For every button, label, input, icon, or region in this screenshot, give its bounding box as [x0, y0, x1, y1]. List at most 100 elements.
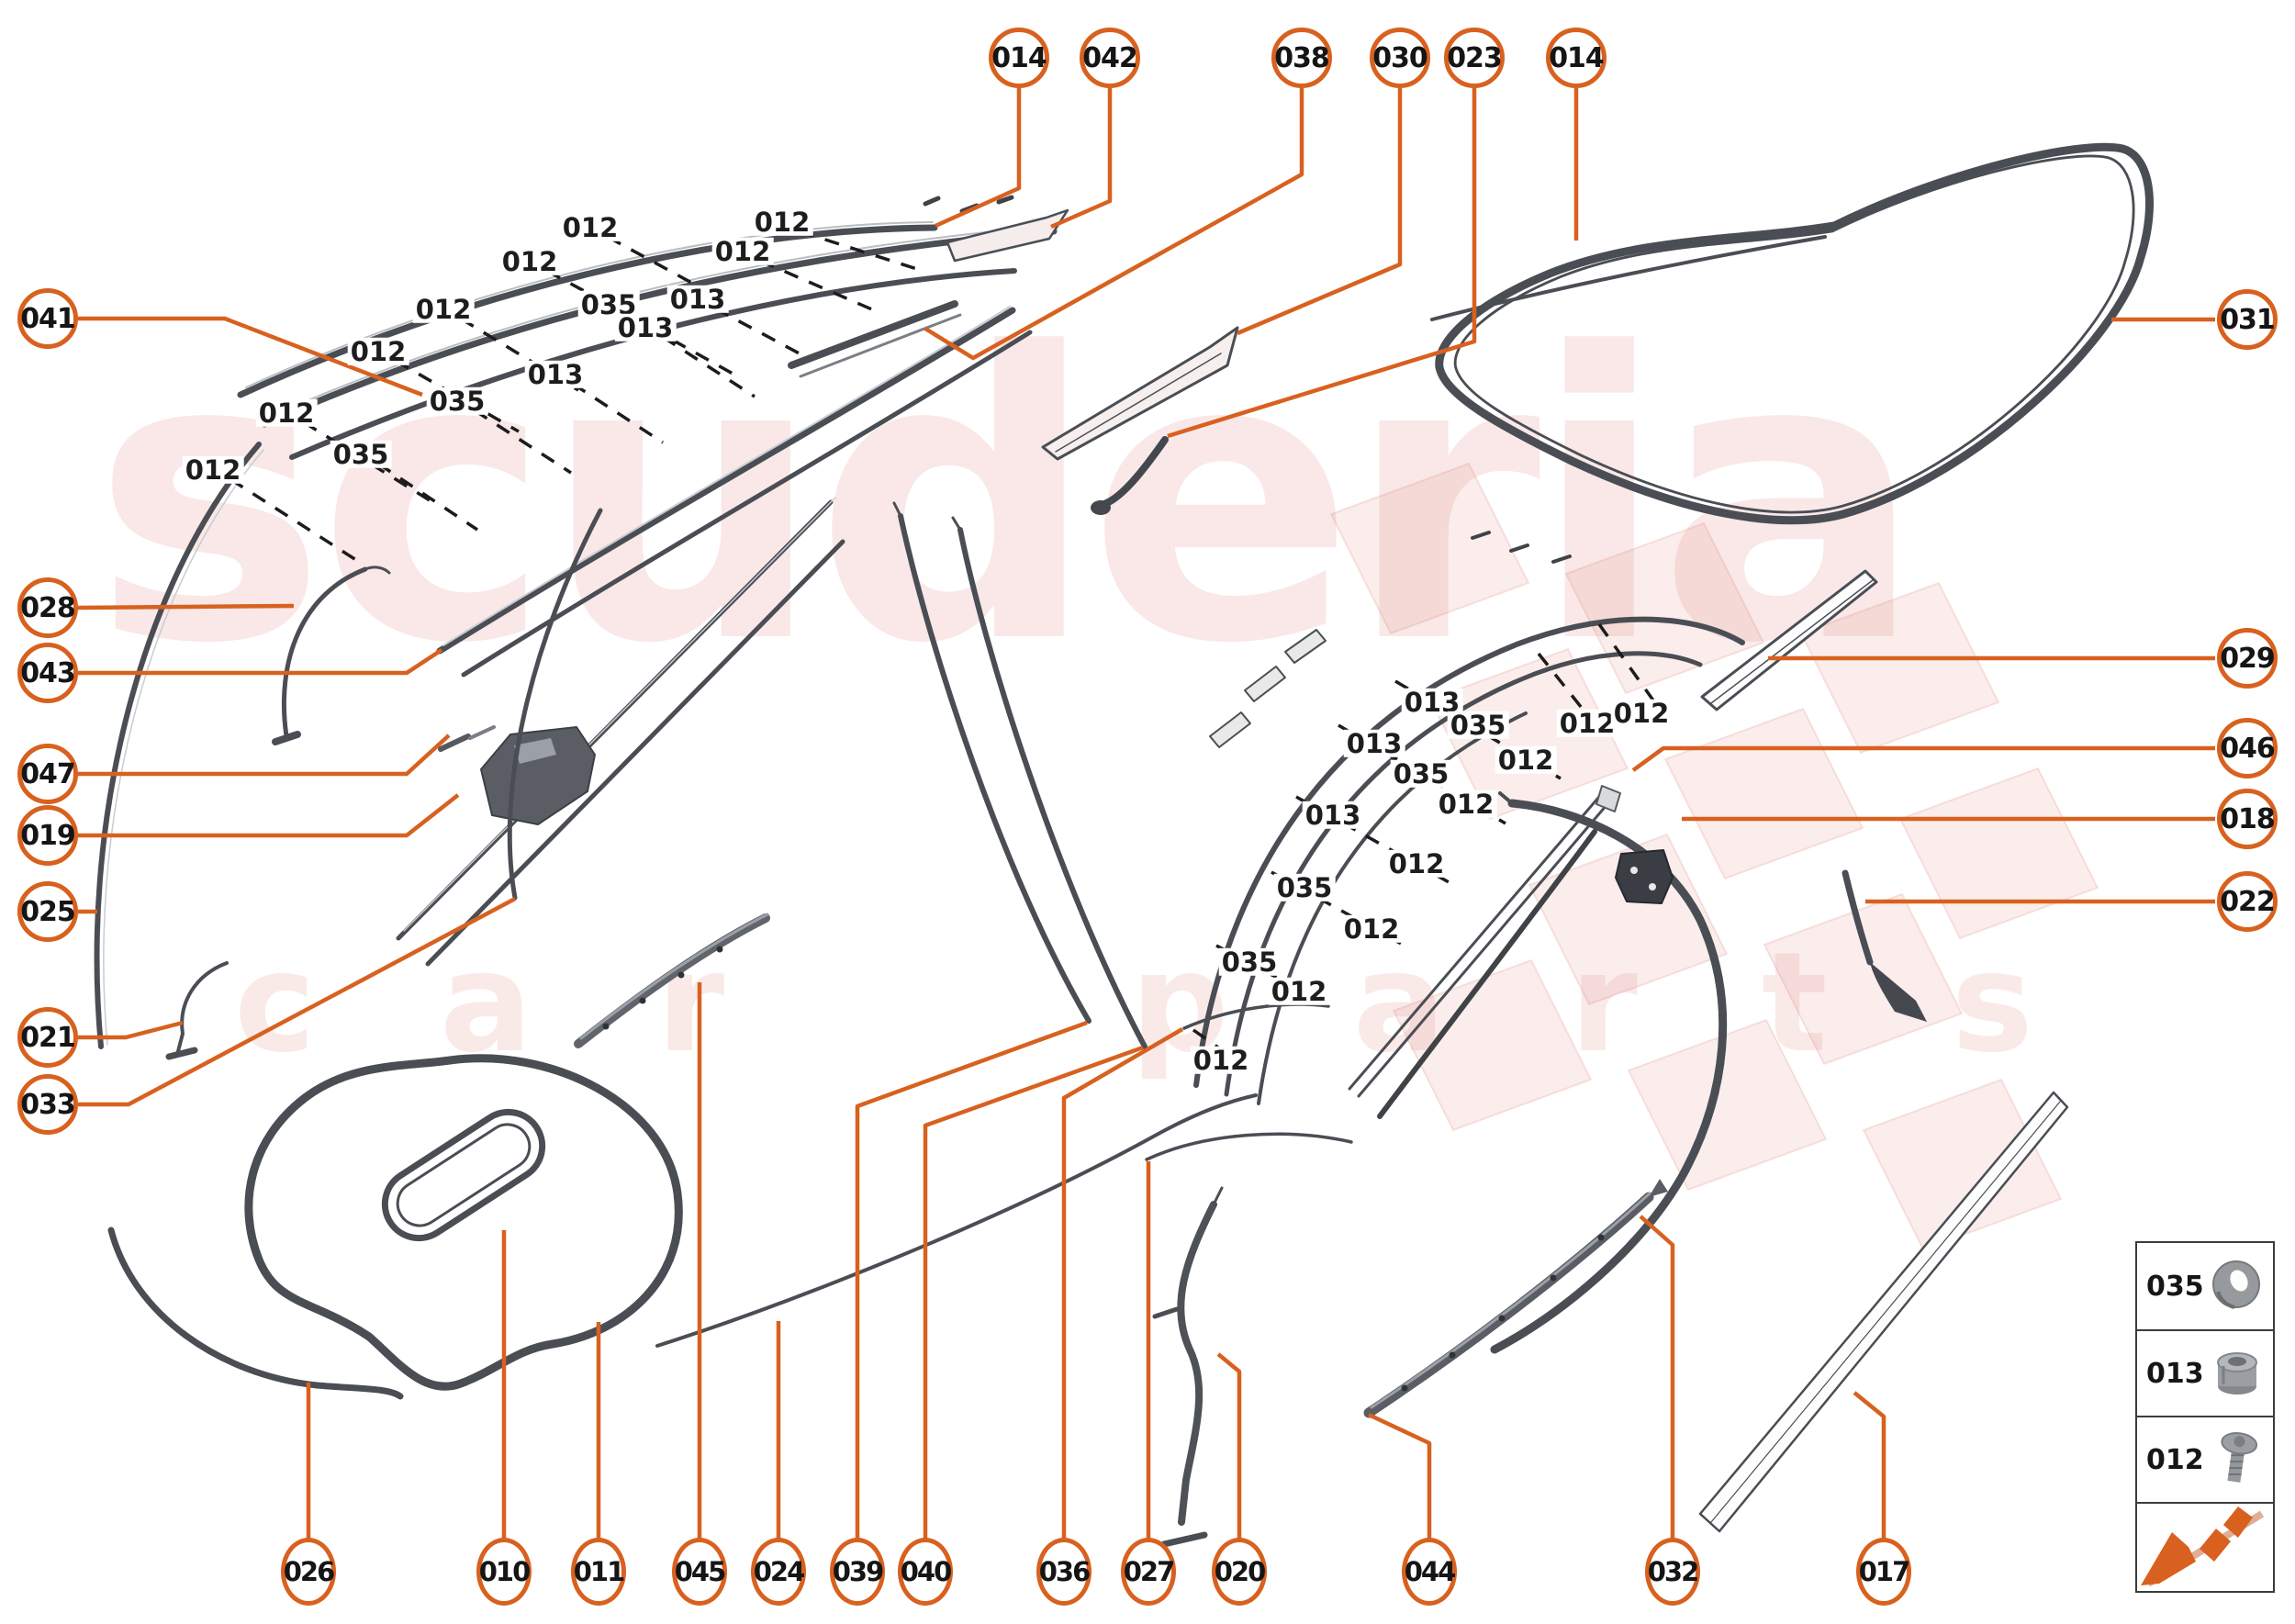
legend-label-013: 013 [2146, 1357, 2204, 1390]
leader-line-032 [1639, 1215, 1675, 1539]
part-label-013: 013 [1343, 729, 1405, 757]
edge-trim-wire-drawing [655, 1093, 1258, 1348]
corner-retainer-drawing [272, 566, 391, 745]
callout-022-right[interactable]: 022 [2217, 871, 2278, 932]
dash-line [230, 477, 357, 562]
callout-017-bottom[interactable]: 017 [1856, 1538, 1911, 1606]
callout-040-bottom[interactable]: 040 [898, 1538, 953, 1606]
flag-tile [1663, 707, 1864, 880]
leader-line-043 [78, 648, 443, 676]
callout-045-bottom[interactable]: 045 [672, 1538, 727, 1606]
legend-label-035: 035 [2146, 1270, 2204, 1303]
callout-014-top[interactable]: 014 [989, 28, 1049, 88]
leader-line-036 [1061, 1027, 1184, 1539]
callout-014-top[interactable]: 014 [1546, 28, 1606, 88]
callout-020-bottom[interactable]: 020 [1212, 1538, 1267, 1606]
callout-039-bottom[interactable]: 039 [830, 1538, 885, 1606]
part-label-012: 012 [751, 207, 813, 236]
callout-018-right[interactable]: 018 [2217, 789, 2278, 849]
callout-031-right[interactable]: 031 [2217, 289, 2278, 350]
part-label-012: 012 [412, 295, 475, 323]
lower-trim-arc-drawing [1145, 1132, 1353, 1161]
callout-027-bottom[interactable]: 027 [1121, 1538, 1176, 1606]
flag-tile [1862, 1078, 2063, 1251]
callout-036-bottom[interactable]: 036 [1036, 1538, 1092, 1606]
quarter-trim-drawing [1842, 869, 1927, 1022]
part-label-012: 012 [1435, 790, 1497, 818]
part-label-035: 035 [1447, 711, 1509, 739]
part-label-013: 013 [524, 360, 587, 388]
flag-tile [1799, 581, 2000, 755]
part-label-012: 012 [1556, 709, 1618, 737]
callout-024-bottom[interactable]: 024 [751, 1538, 806, 1606]
callout-030-top[interactable]: 030 [1370, 28, 1430, 88]
callout-029-right[interactable]: 029 [2217, 628, 2278, 689]
callout-043-left[interactable]: 043 [17, 643, 78, 703]
leader-line-021 [78, 1020, 184, 1040]
part-label-012: 012 [711, 237, 774, 265]
dash-line [377, 462, 478, 532]
dash-line [714, 307, 809, 360]
part-label-035: 035 [330, 440, 392, 468]
part-label-012: 012 [559, 213, 621, 241]
callout-025-left[interactable]: 025 [17, 881, 78, 942]
leader-line-044 [1368, 1412, 1432, 1539]
callout-047-left[interactable]: 047 [17, 744, 78, 804]
leader-line-047 [78, 734, 451, 777]
legend-row-screw: 012 [2137, 1416, 2273, 1502]
callout-041-left[interactable]: 041 [17, 288, 78, 349]
part-label-035: 035 [1218, 947, 1281, 976]
dash-line [759, 259, 875, 312]
leader-line-039 [855, 1020, 1088, 1539]
part-label-013: 013 [1302, 801, 1364, 829]
callout-010-bottom[interactable]: 010 [476, 1538, 532, 1606]
leader-line-041 [78, 316, 423, 398]
part-label-035: 035 [426, 386, 488, 415]
part-label-012: 012 [1495, 745, 1557, 774]
brand-logo-row [2137, 1502, 2273, 1591]
fixing-clip-drawing [438, 725, 496, 752]
legend-label-012: 012 [2146, 1443, 2204, 1476]
callout-023-top[interactable]: 023 [1444, 28, 1505, 88]
part-label-013: 013 [614, 313, 677, 342]
callout-038-top[interactable]: 038 [1271, 28, 1332, 88]
glass-run-channel-drawing [396, 497, 845, 967]
leader-line-033 [78, 897, 517, 1107]
screw-icon [2207, 1428, 2266, 1491]
dash-line [572, 382, 664, 444]
callout-046-right[interactable]: 046 [2217, 718, 2278, 778]
callout-033-left[interactable]: 033 [17, 1074, 78, 1135]
part-label-012: 012 [1610, 699, 1673, 727]
callout-042-top[interactable]: 042 [1080, 28, 1140, 88]
part-label-012: 012 [1340, 914, 1403, 943]
callout-026-bottom[interactable]: 026 [281, 1538, 336, 1606]
flag-tile [1898, 767, 2099, 940]
washer-icon [2207, 1255, 2266, 1317]
part-label-012: 012 [182, 455, 244, 484]
callout-019-left[interactable]: 019 [17, 805, 78, 866]
callout-032-bottom[interactable]: 032 [1645, 1538, 1700, 1606]
part-label-012: 012 [255, 398, 318, 427]
deck-strip-drawing [1430, 235, 1827, 564]
leader-line-038 [924, 88, 1304, 361]
callout-028-left[interactable]: 028 [17, 577, 78, 638]
frame-clip-drawing [1595, 785, 1621, 812]
flag-tile [1329, 462, 1530, 635]
callout-021-left[interactable]: 021 [17, 1007, 78, 1068]
hinge-bracket-drawing [1615, 849, 1674, 904]
dash-line [1597, 622, 1660, 709]
part-label-035: 035 [1273, 873, 1336, 902]
door-aperture-seal-drawing [1490, 791, 1728, 1354]
dash-line [662, 335, 756, 398]
lower-seal-strip-drawing [107, 1226, 404, 1400]
drip-channel-drawing [507, 508, 603, 901]
scuderia-arrow-logo [2135, 1501, 2275, 1594]
callout-044-bottom[interactable]: 044 [1402, 1538, 1457, 1606]
leader-line-030 [1237, 88, 1403, 336]
callout-011-bottom[interactable]: 011 [571, 1538, 626, 1606]
legend-row-spacer: 013 [2137, 1329, 2273, 1416]
side-moulding-strip-drawing [1698, 1091, 2069, 1533]
leader-line-017 [1853, 1391, 1886, 1539]
